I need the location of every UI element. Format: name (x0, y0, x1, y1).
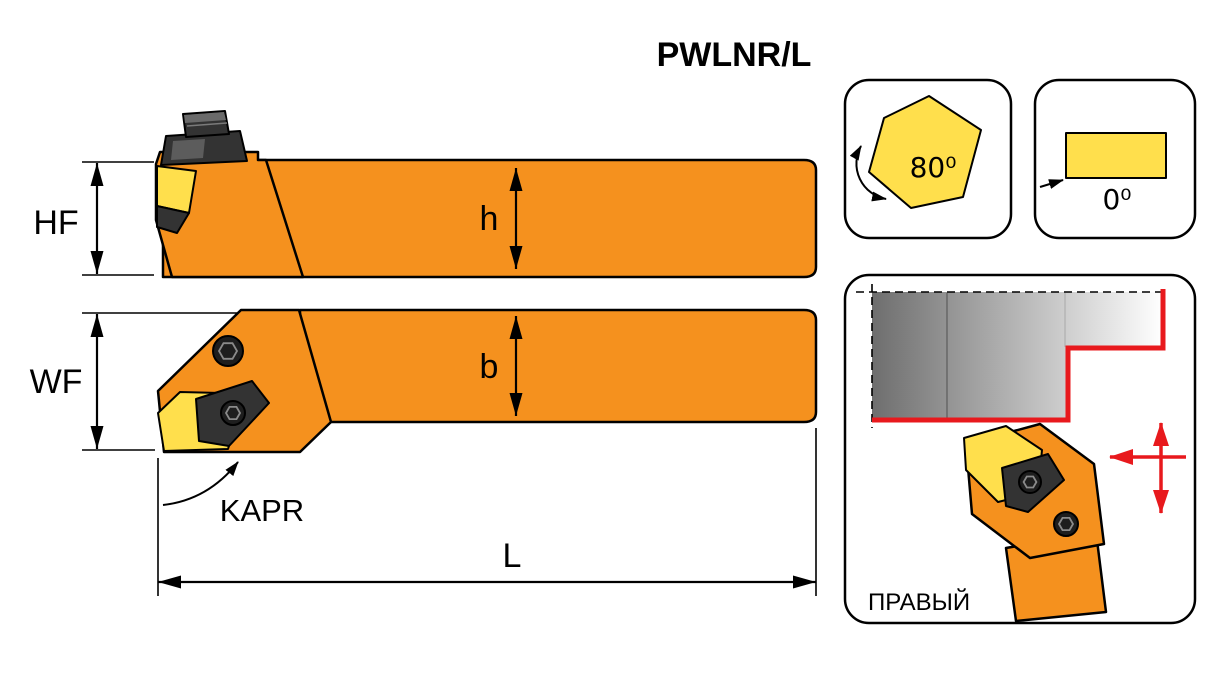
rake-insert-profile (1065, 132, 1167, 179)
rake-angle-pointer (1039, 179, 1064, 189)
hf-label: HF (33, 204, 78, 242)
application-tool (963, 422, 1108, 623)
plan-view-screw (212, 335, 244, 367)
tool-plan-view: WF b KAPR L (30, 308, 818, 596)
cutting-path (872, 289, 1166, 423)
tool-side-view: HF h (33, 110, 818, 279)
page-title: PWLNR/L (657, 36, 812, 74)
rake-angle-label: 0⁰ (1102, 183, 1131, 216)
insert-angle-arc (849, 145, 887, 202)
insert-shape-panel: 80⁰ (843, 78, 1013, 240)
side-view-clamp-highlight (171, 139, 205, 160)
kapr-label: KAPR (220, 493, 304, 528)
application-tool-screw (1053, 511, 1079, 537)
side-view-shim (156, 205, 190, 234)
plan-view-clamp-screw-hex (224, 405, 242, 421)
plan-view-clamp-screw (220, 400, 246, 426)
application-tool-screw-hex (1057, 517, 1075, 531)
insert-trigon-shape (868, 95, 982, 209)
wf-label: WF (30, 363, 83, 401)
rake-angle-panel: 0⁰ (1033, 78, 1197, 240)
side-view-clamp-screw-facet (184, 112, 226, 123)
plan-view-screw-hex (217, 342, 239, 360)
insert-angle-label: 80⁰ (910, 151, 957, 184)
application-panel: ПРАВЫЙ (843, 273, 1197, 625)
side-view-shank (161, 158, 818, 279)
side-view-screw-groove (186, 122, 228, 127)
b-label: b (480, 348, 499, 386)
plan-view-shank (298, 308, 818, 424)
hand-label: ПРАВЫЙ (868, 588, 970, 616)
application-tool-clamp-screw (1018, 470, 1042, 494)
h-label: h (480, 200, 499, 238)
l-label: L (503, 537, 522, 575)
workpiece (872, 292, 1163, 420)
side-view-insert (156, 165, 197, 214)
application-tool-clamp-screw-hex (1022, 475, 1038, 489)
kapr-angle-arc (162, 461, 239, 506)
